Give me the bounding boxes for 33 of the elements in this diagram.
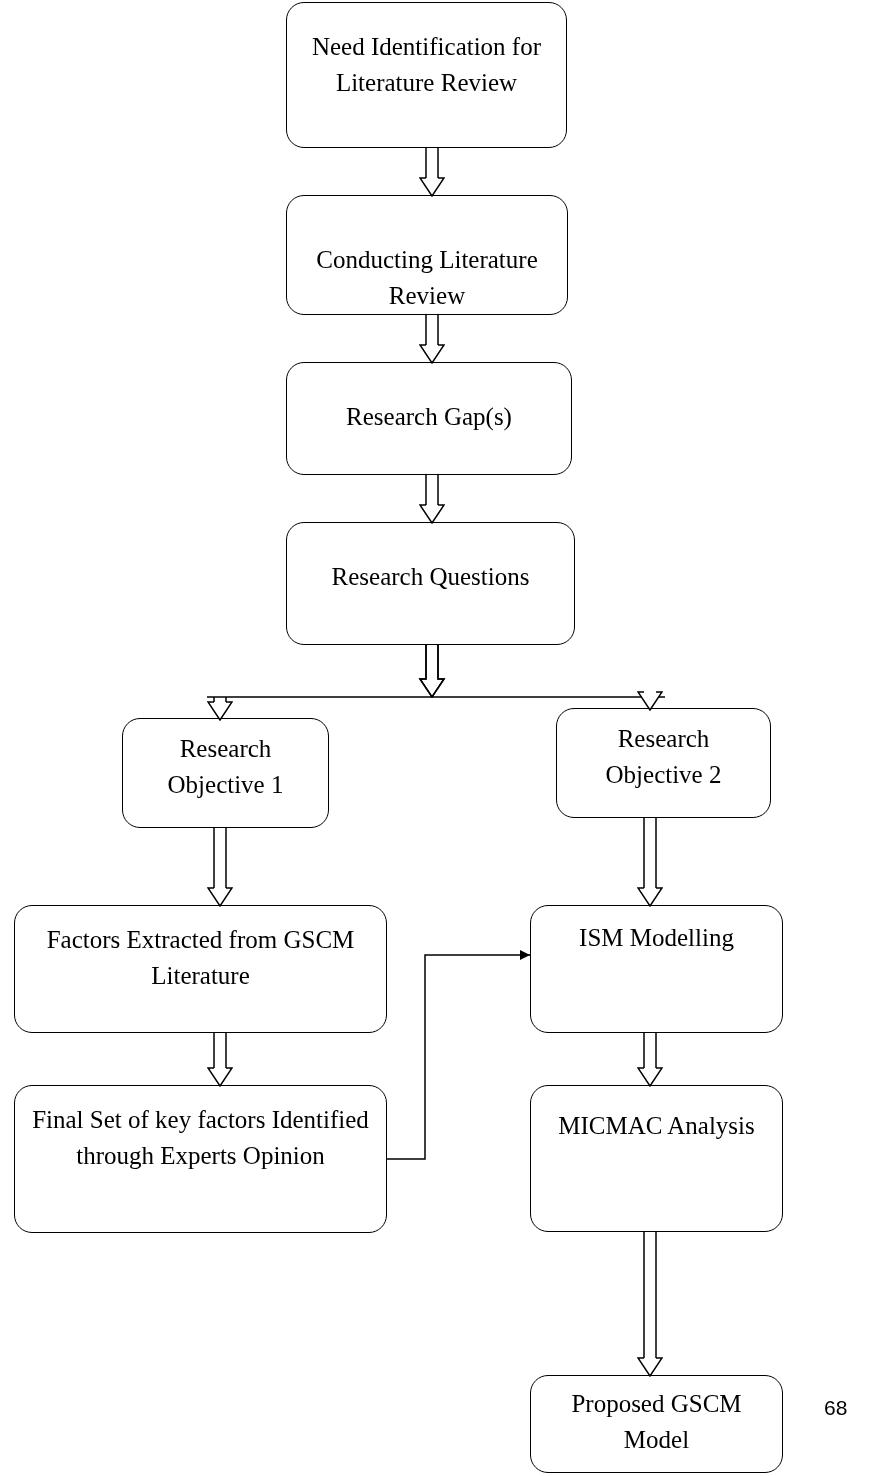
box-label: Need Identification for Literature Review [310,32,543,98]
process-box [122,718,329,828]
box-label: Factors Extracted from GSCM Literature [45,925,356,991]
process-box [286,2,567,148]
box-label: Research Gap(s) [346,402,512,433]
box-label: Conducting Literature Review [315,245,539,311]
box-label: Research Objective 1 [166,734,285,800]
box-label: Final Set of key factors Identified through Experts Opinion [31,1105,370,1171]
block-arrow [637,817,663,907]
block-arrow [418,644,666,711]
block-arrow [419,474,445,524]
process-box [14,905,387,1033]
process-box [14,1085,387,1233]
block-arrow [637,1231,663,1377]
process-box [286,362,572,475]
box-label: ISM Modelling [579,923,734,953]
box-label: Research Objective 2 [604,724,723,790]
block-arrow [207,1032,233,1087]
box-label: Research Questions [331,562,530,592]
process-box [556,708,771,818]
arrow [386,950,531,1160]
block-arrow [207,827,233,907]
box-label: Proposed GSCM Model [570,1389,743,1455]
process-box [530,1375,783,1473]
block-arrow [419,147,445,197]
process-box [530,905,783,1033]
process-box [286,195,568,315]
block-arrow [419,314,445,364]
block-arrow [637,1032,663,1087]
box-label: MICMAC Analysis [558,1111,755,1141]
page-number: 68 [824,1395,848,1421]
process-box [286,522,575,645]
process-box [530,1085,783,1232]
